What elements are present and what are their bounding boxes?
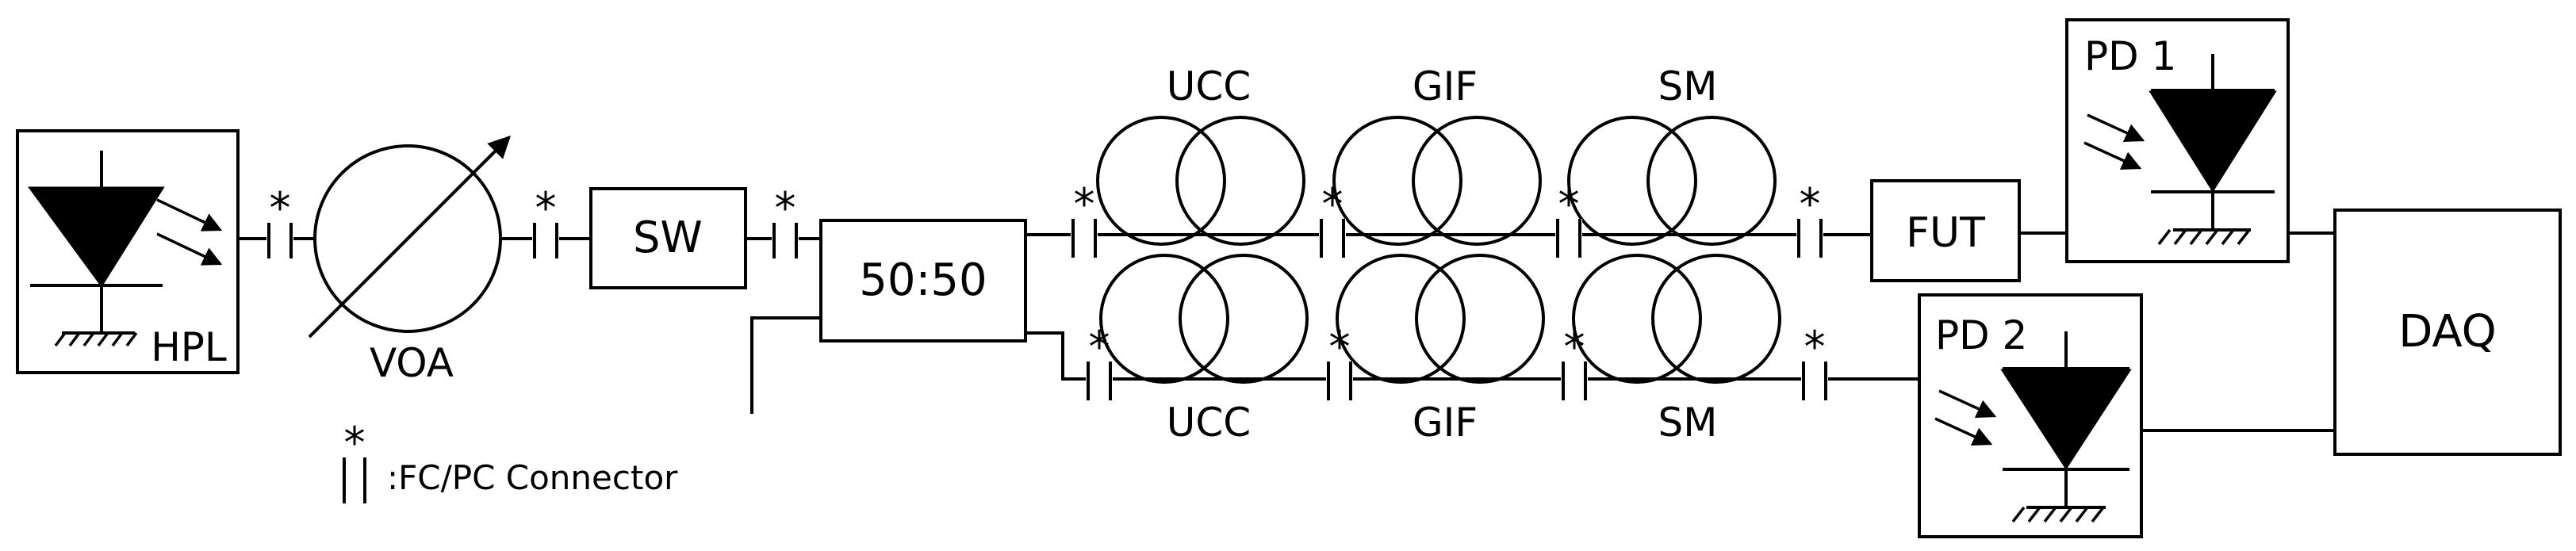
- fiber-coil-icon: [1572, 254, 1781, 384]
- connector-mark: *: [1074, 179, 1095, 229]
- fc-pc-connector-icon: [1801, 362, 1828, 400]
- hpl-module: HPL: [16, 129, 240, 374]
- ground-icon: [2011, 506, 2106, 523]
- fc-pc-connector-icon: [1796, 219, 1823, 258]
- variable-attenuator-icon: [308, 136, 511, 339]
- fut-module: FUT: [1870, 179, 2021, 282]
- connector-mark: *: [1564, 322, 1585, 372]
- hpl-label: HPL: [151, 324, 227, 370]
- connector-arm-3: *: [1555, 179, 1582, 258]
- connector-lower-2: *: [1326, 322, 1353, 400]
- connector-lower-3: *: [1561, 322, 1588, 400]
- ground-icon: [2157, 228, 2251, 246]
- photodiode-icon: [2083, 54, 2277, 230]
- voa-label: VOA: [370, 340, 454, 386]
- pd1-label: PD 1: [2084, 33, 2176, 79]
- connector-mark: *: [1804, 322, 1826, 372]
- fc-pc-connector-icon: [1319, 219, 1346, 258]
- voa-module: VOA: [308, 136, 511, 386]
- connector-mark: *: [1089, 322, 1110, 372]
- pd2-module: PD 2: [1918, 293, 2143, 538]
- fc-pc-connector-icon: [1086, 362, 1113, 400]
- fut-label: FUT: [1906, 209, 1985, 257]
- connector-arm-4: *: [1796, 179, 1823, 258]
- connector-mark: *: [1322, 179, 1344, 229]
- fc-pc-connector-icon: [1555, 219, 1582, 258]
- connector-upper-1: *: [266, 183, 293, 258]
- coupler-label: 50:50: [859, 254, 987, 306]
- fiber-coil-icon: [1336, 254, 1545, 384]
- sw-label: SW: [633, 212, 703, 262]
- coupler-module: 50:50: [819, 219, 1027, 342]
- legend: * :FC/PC Connector: [343, 418, 678, 503]
- lower-arm-label-1: UCC: [1167, 400, 1251, 446]
- fiber-coil-icon: [1332, 116, 1542, 246]
- fiber-coil-icon: [1099, 254, 1309, 384]
- connector-mark: *: [1800, 179, 1821, 229]
- upper-arm-label-1: UCC: [1167, 63, 1251, 109]
- laser-diode-icon: [28, 151, 223, 333]
- connector-upper-3: *: [772, 183, 799, 258]
- fc-pc-connector-icon: [772, 223, 799, 258]
- fiber-coil-icon: [1567, 116, 1777, 246]
- photodiode-icon: [1934, 331, 2132, 507]
- fc-pc-connector-icon: [266, 223, 293, 258]
- fc-pc-connector-icon: [1561, 362, 1588, 400]
- connector-lower-4: *: [1801, 322, 1828, 400]
- pd1-module: PD 1: [2065, 18, 2290, 263]
- connector-upper-2: *: [532, 183, 559, 258]
- connector-mark: *: [1558, 179, 1580, 229]
- daq-module: DAQ: [2333, 209, 2562, 456]
- upper-arm-label-3: SM: [1658, 63, 1718, 109]
- lower-arm-label-2: GIF: [1413, 400, 1478, 446]
- sw-module: SW: [589, 187, 747, 289]
- connector-mark: *: [535, 183, 557, 233]
- connector-arm-2: *: [1319, 179, 1346, 258]
- fc-pc-connector-icon: [343, 457, 366, 503]
- upper-arm-label-2: GIF: [1413, 63, 1478, 109]
- legend-text: :FC/PC Connector: [387, 458, 678, 497]
- fc-pc-connector-icon: [1071, 219, 1098, 258]
- connector-mark: *: [775, 183, 796, 233]
- legend-symbol: *: [344, 418, 366, 468]
- connector-lower-1: *: [1086, 322, 1113, 400]
- connector-mark: *: [270, 183, 291, 233]
- connector-arm-1: *: [1071, 179, 1098, 258]
- fiber-lines: [238, 231, 2335, 432]
- upper-arm: UCC GIF SM: [1096, 63, 1777, 246]
- fc-pc-connector-icon: [532, 223, 559, 258]
- fiber-coil-icon: [1096, 116, 1305, 246]
- lower-arm-label-3: SM: [1658, 400, 1718, 446]
- daq-label: DAQ: [2398, 306, 2497, 358]
- ground-icon: [54, 331, 138, 347]
- connector-mark: *: [1329, 322, 1351, 372]
- pd2-label: PD 2: [1935, 312, 2027, 358]
- lower-arm: UCC GIF SM: [1099, 254, 1781, 446]
- fc-pc-connector-icon: [1326, 362, 1353, 400]
